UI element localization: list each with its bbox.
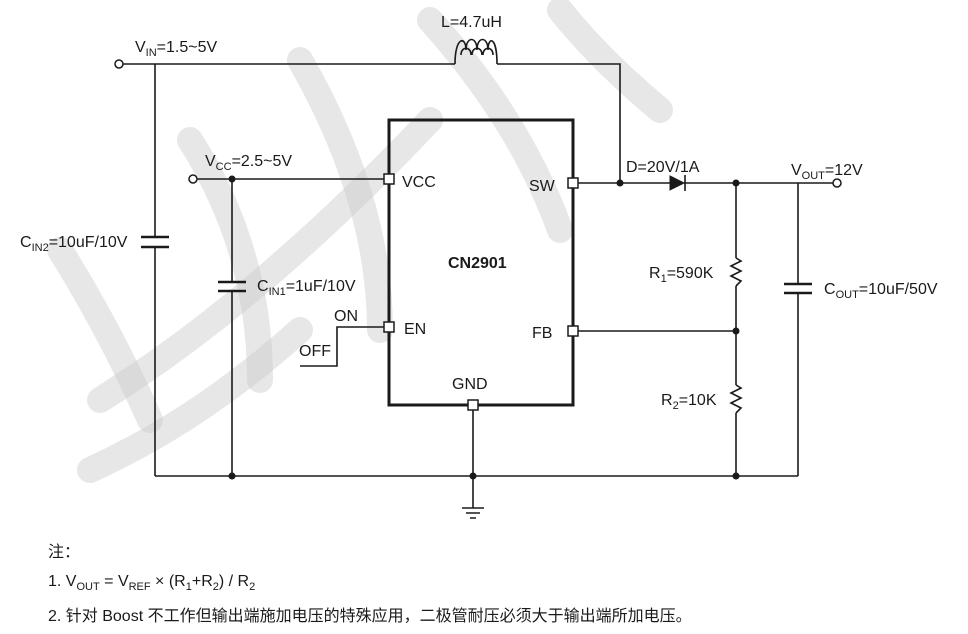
diode-label: D=20V/1A xyxy=(626,159,700,176)
pin-sw xyxy=(567,177,579,189)
vout-terminal: VOUT=12V xyxy=(791,162,863,188)
cin2-capacitor: CIN2=10uF/10V xyxy=(20,234,169,254)
vin-label: VIN=1.5~5V xyxy=(135,39,218,59)
wires xyxy=(123,63,833,508)
cin1-capacitor: CIN1=1uF/10V xyxy=(218,278,356,298)
pin-gnd-label: GND xyxy=(452,376,488,393)
r2-resistor: R2=10K xyxy=(661,384,743,414)
pin-fb-label: FB xyxy=(532,325,552,342)
inductor-label: L=4.7uH xyxy=(441,14,502,31)
ground-icon xyxy=(462,507,484,519)
r1-label: R1=590K xyxy=(649,265,714,285)
vcc-label: VCC=2.5~5V xyxy=(205,153,292,173)
pin-vcc xyxy=(383,173,395,185)
enable-switch: ON OFF xyxy=(299,308,358,360)
switch-on-label: ON xyxy=(334,308,358,325)
vin-terminal: VIN=1.5~5V xyxy=(114,39,218,69)
pin-en-label: EN xyxy=(404,321,426,338)
junction-dots xyxy=(228,175,740,480)
cin2-label: CIN2=10uF/10V xyxy=(20,234,128,254)
cn2901-chip: CN2901 VCC EN SW FB GND xyxy=(383,118,579,411)
notes-section: 注： 1. VOUT = VREF × (R1+R2) / R2 2. 针对 B… xyxy=(48,538,692,631)
r1-resistor: R1=590K xyxy=(649,257,743,287)
note-formula: 1. VOUT = VREF × (R1+R2) / R2 xyxy=(48,573,256,594)
cin1-label: CIN1=1uF/10V xyxy=(257,278,356,298)
diode: D=20V/1A xyxy=(626,159,700,191)
pin-gnd xyxy=(467,399,479,411)
notes-heading: 注： xyxy=(48,544,81,561)
r2-label: R2=10K xyxy=(661,392,717,412)
pin-fb xyxy=(567,325,579,337)
vout-label: VOUT=12V xyxy=(791,162,863,182)
vcc-terminal: VCC=2.5~5V xyxy=(188,153,292,184)
cout-label: COUT=10uF/50V xyxy=(824,281,938,301)
switch-off-label: OFF xyxy=(299,343,331,360)
inductor: L=4.7uH xyxy=(441,14,502,65)
pin-en xyxy=(383,321,395,333)
pin-sw-label: SW xyxy=(529,178,556,195)
note-diode-voltage: 2. 针对 Boost 不工作但输出端施加电压的特殊应用，二极管耐压必须大于输出… xyxy=(48,608,692,626)
cout-capacitor: COUT=10uF/50V xyxy=(784,281,938,301)
chip-name: CN2901 xyxy=(448,255,507,272)
watermark xyxy=(47,0,673,483)
pin-vcc-label: VCC xyxy=(402,174,436,191)
